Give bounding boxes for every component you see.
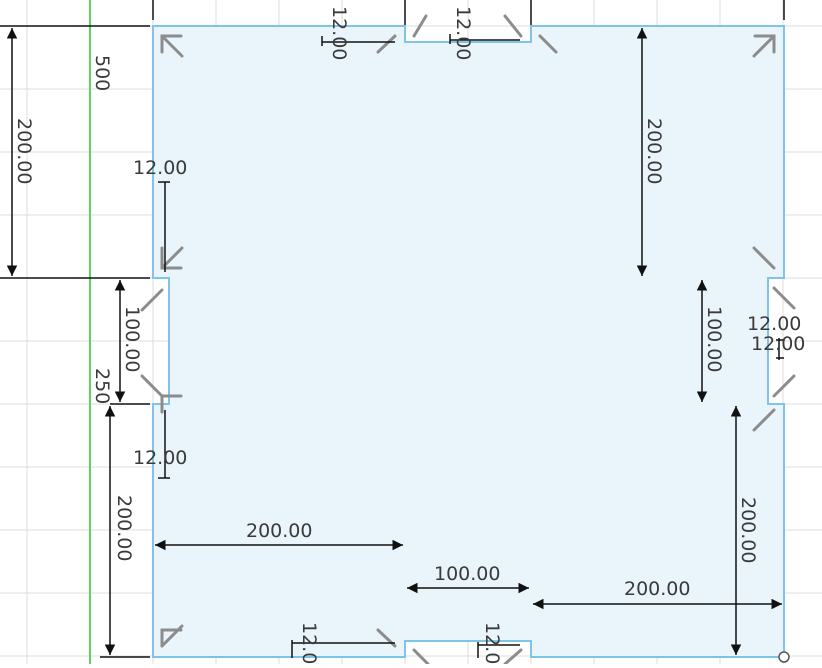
dim-tab-depth-left-lower[interactable]: 12.00 (133, 447, 187, 469)
dim-tab-depth-left-upper[interactable]: 12.00 (133, 157, 187, 179)
dim-tab-depth-bottom-right[interactable]: 12.00 (481, 622, 503, 668)
sketch-point[interactable] (778, 651, 790, 663)
axis-label-500: 500 (91, 55, 113, 91)
dim-left-top-height[interactable]: 200.00 (13, 118, 35, 184)
dim-tab-depth-top-left[interactable]: 12.00 (328, 6, 350, 60)
axis-label-250: 250 (91, 368, 113, 404)
dim-left-bottom-height[interactable]: 200.00 (113, 495, 135, 561)
dim-bottom-left-width[interactable]: 200.00 (246, 520, 312, 542)
dim-right-mid-height[interactable]: 100.00 (703, 306, 725, 372)
dim-tab-depth-right-a[interactable]: 12.00 (747, 313, 801, 335)
dim-bottom-mid-width[interactable]: 100.00 (434, 563, 500, 585)
dim-tab-depth-top-right[interactable]: 12.00 (452, 6, 474, 60)
dim-tab-depth-right-b[interactable]: 12.00 (751, 333, 805, 355)
dimension-lines (6, 28, 784, 658)
dim-bottom-right-width[interactable]: 200.00 (624, 578, 690, 600)
dim-left-mid-height[interactable]: 100.00 (121, 306, 143, 372)
dim-tab-depth-bottom-left[interactable]: 12.00 (298, 622, 320, 668)
dim-right-bottom-height[interactable]: 200.00 (737, 497, 759, 563)
dim-right-top-height[interactable]: 200.00 (643, 118, 665, 184)
